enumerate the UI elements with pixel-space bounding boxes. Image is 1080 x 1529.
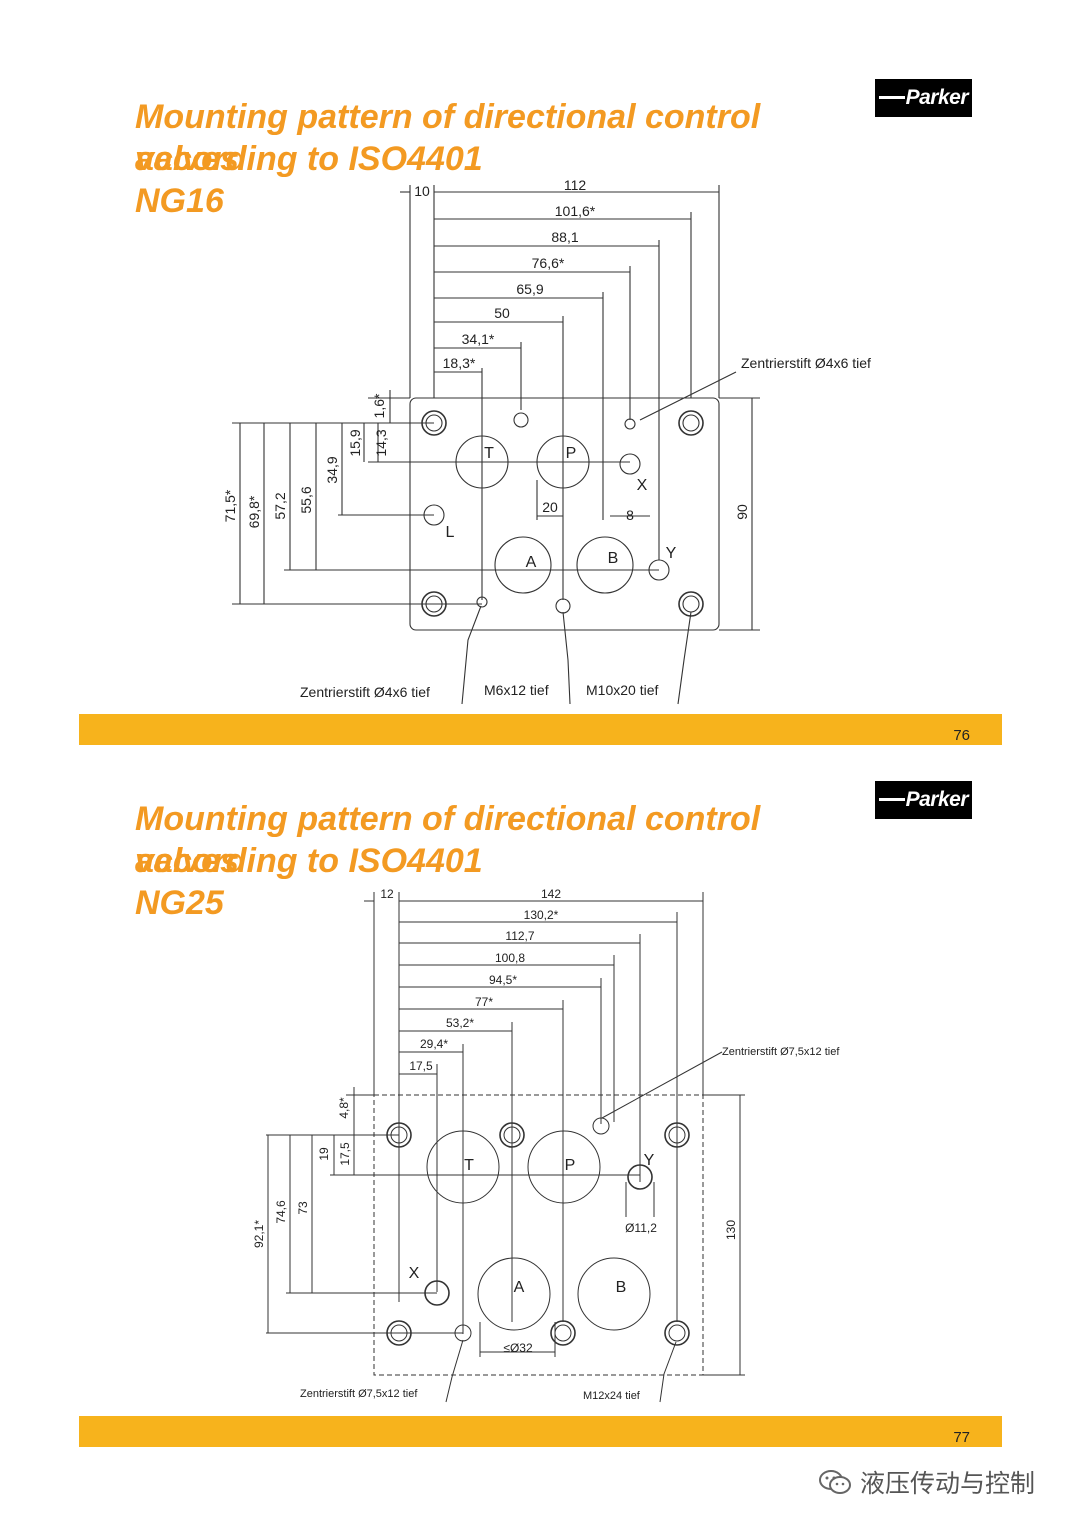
footer-bar: 77	[79, 1416, 1002, 1447]
title-line-2a: valves	[135, 842, 239, 880]
dim-label: 1,6*	[371, 393, 387, 418]
dim-label: 17,5	[338, 1142, 352, 1166]
dim-label: 18,3*	[443, 355, 476, 371]
port-label: T	[484, 445, 494, 462]
dim-label: 34,9	[324, 456, 340, 483]
port-label: X	[409, 1265, 420, 1282]
callout-label: Zentrierstift Ø4x6 tief	[300, 684, 430, 700]
dim-label: 14,3	[373, 429, 389, 456]
dim-label: 34,1*	[462, 331, 495, 347]
dim-label: 57,2	[272, 492, 288, 519]
title-line-2a: valves	[135, 140, 239, 178]
dim-label: 50	[494, 305, 510, 321]
dim-label: 101,6*	[555, 203, 596, 219]
callout-label: Zentrierstift Ø7,5x12 tief	[300, 1388, 418, 1400]
watermark: 液压传动与控制	[818, 1462, 1035, 1502]
dim-label: 94,5*	[489, 973, 517, 987]
dim-label: 73	[296, 1201, 310, 1215]
port-label: A	[526, 554, 537, 571]
dim-label: 130,2*	[524, 908, 559, 922]
port-label: Y	[644, 1152, 655, 1169]
watermark-text: 液压传动与控制	[860, 1469, 1036, 1498]
slide-ng16: Mounting pattern of directional control …	[0, 0, 1080, 760]
title-line-3: NG25	[135, 884, 224, 922]
page-number: 77	[953, 1429, 970, 1446]
ng25-mounting-diagram: 12 142 130,2* 112,7 100,8 94,5* 77* 53,2…	[252, 887, 840, 1403]
page-number: 76	[953, 727, 970, 744]
dim-label: 100,8	[495, 951, 525, 965]
dim-label: 71,5*	[222, 489, 238, 522]
dim-label: 88,1	[551, 229, 578, 245]
slide-title: Mounting pattern of directional control …	[135, 96, 760, 222]
parker-logo: Parker	[875, 781, 972, 819]
title-line-3: NG16	[135, 182, 224, 220]
port-label: B	[616, 1279, 627, 1296]
footer-bar: 76	[79, 714, 1002, 745]
dim-label: 69,8*	[246, 495, 262, 528]
port-label: P	[566, 445, 577, 462]
callout-label: Zentrierstift Ø4x6 tief	[741, 355, 871, 371]
parker-logo: Parker	[875, 79, 972, 117]
dim-label: 90	[734, 504, 750, 520]
callout-label: M6x12 tief	[484, 682, 549, 698]
ng16-mounting-diagram: 10 112 101,6* 88,1 76,6* 65,9 50 34,1* 1…	[222, 177, 871, 705]
dim-label: 142	[541, 887, 561, 901]
dim-label: 92,1*	[252, 1220, 266, 1248]
slide-ng25: Mounting pattern of directional control …	[0, 762, 1080, 1462]
dim-label: 15,9	[347, 429, 363, 456]
dim-label: 53,2*	[446, 1016, 474, 1030]
callout-label: M12x24 tief	[583, 1390, 641, 1402]
dim-label: 12	[380, 887, 394, 901]
dim-label: 8	[626, 507, 634, 523]
dim-label: 19	[317, 1147, 331, 1161]
dim-label: Ø11,2	[625, 1221, 657, 1235]
port-label: X	[637, 477, 648, 494]
title-line-1: Mounting pattern of directional control	[135, 800, 761, 838]
port-label: L	[446, 524, 455, 541]
port-label: Y	[666, 545, 677, 562]
dim-label: 112	[564, 177, 587, 193]
dim-label: 74,6	[274, 1200, 288, 1224]
dim-label: 29,4*	[420, 1037, 448, 1051]
dim-label: ≤Ø32	[503, 1341, 533, 1355]
dim-label: 10	[414, 183, 430, 199]
wechat-icon	[819, 1470, 851, 1494]
dim-label: 20	[542, 499, 558, 515]
port-label: P	[565, 1157, 576, 1174]
title-line-1: Mounting pattern of directional control	[135, 98, 761, 136]
dim-label: 76,6*	[532, 255, 565, 271]
port-label: A	[514, 1279, 525, 1296]
dim-label: 130	[724, 1220, 738, 1240]
dim-label: 17,5	[409, 1059, 433, 1073]
title-line-2b: according to ISO4401	[135, 140, 483, 178]
slide-title: Mounting pattern of directional control …	[135, 798, 760, 924]
dim-label: 4,8*	[337, 1097, 351, 1119]
dim-label: 65,9	[516, 281, 543, 297]
dim-label: 77*	[475, 995, 493, 1009]
dim-label: 55,6	[298, 486, 314, 513]
port-label: B	[608, 550, 619, 567]
port-label: T	[464, 1157, 474, 1174]
callout-label: M10x20 tief	[586, 682, 658, 698]
dim-label: 112,7	[505, 929, 534, 943]
title-line-2b: according to ISO4401	[135, 842, 483, 880]
callout-label: Zentrierstift Ø7,5x12 tief	[722, 1046, 840, 1058]
